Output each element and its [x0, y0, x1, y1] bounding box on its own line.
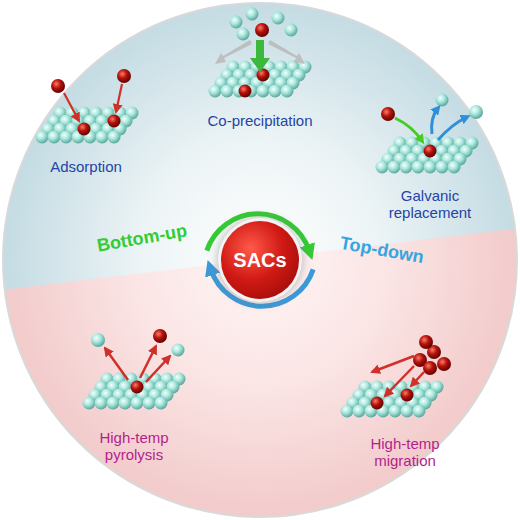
method-label: Adsorption: [26, 158, 146, 175]
center-circle: SACs: [221, 221, 299, 299]
adsorption-figure: [36, 69, 139, 144]
method-label: Galvanic replacement: [375, 187, 485, 222]
route-label: Bottom-up: [86, 218, 198, 257]
migration-figure: [341, 335, 452, 418]
pyrolysis-figure: [83, 329, 186, 410]
method-label: High-temp pyrolysis: [84, 429, 184, 464]
method-label: Co-precipitation: [180, 112, 340, 129]
co-precipitation-figure: [209, 8, 312, 98]
method-label: High-temp migration: [355, 435, 455, 470]
route-label: Top-down: [326, 230, 438, 269]
galvanic-replacement-figure: [376, 94, 484, 174]
node-title: SACs: [233, 249, 286, 272]
